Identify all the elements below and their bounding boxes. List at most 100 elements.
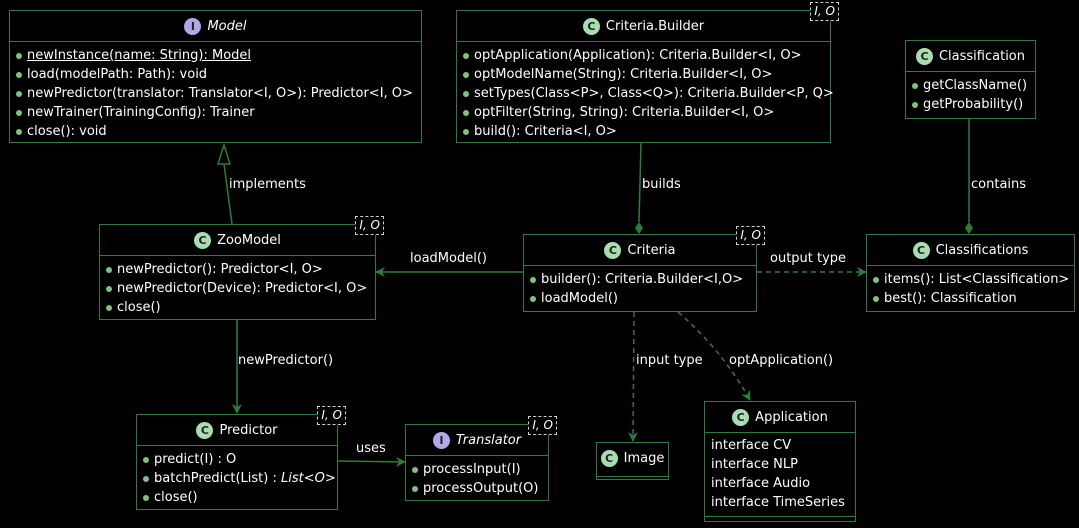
method-item: load(modelPath: Path): void: [27, 67, 208, 82]
method-dot-icon: [873, 295, 879, 302]
method-item: build(): Criteria<I, O>: [474, 124, 617, 139]
class-model-header: I Model: [10, 11, 421, 41]
class-predictor-name: Predictor: [219, 422, 278, 438]
class-predictor-header: C Predictor I, O: [137, 406, 346, 445]
interface-badge-icon: I: [184, 17, 202, 35]
method-item: getClassName(): [923, 78, 1028, 93]
edge-contains-diamond: [965, 222, 973, 234]
class-application-header: C Application: [705, 402, 855, 432]
class-badge-icon: C: [604, 241, 622, 259]
label-builds: builds: [642, 177, 681, 192]
method-dot-icon: [463, 90, 469, 97]
edge-optapplication-line: [677, 311, 751, 401]
class-criteria-name: Criteria: [627, 242, 676, 258]
method-item: items(): List<Classification>: [884, 272, 1070, 287]
method-item: builder(): Criteria.Builder<I,O>: [541, 272, 744, 287]
method-dot-icon: [412, 485, 418, 492]
method-item: optModelName(String): Criteria.Builder<I…: [474, 67, 773, 82]
method-item: optApplication(Application): Criteria.Bu…: [474, 48, 802, 63]
class-criteria-builder-name: Criteria.Builder: [605, 18, 705, 34]
method-dot-icon: [106, 285, 112, 292]
class-classification[interactable]: C Classification getClassName() getProba…: [905, 40, 1036, 119]
class-badge-icon: C: [732, 408, 750, 426]
class-application[interactable]: C Application interface CV interface NLP…: [704, 401, 856, 522]
class-badge-icon: C: [915, 47, 933, 65]
edge-uses-line: [337, 456, 406, 467]
method-item: setTypes(Class<P>, Class<Q>): Criteria.B…: [474, 86, 834, 101]
method-item: getProbability(): [923, 97, 1024, 112]
class-predictor[interactable]: C Predictor I, O predict(I) : O batchPre…: [136, 406, 346, 510]
method-dot-icon: [530, 276, 536, 283]
class-badge-icon: C: [194, 231, 212, 249]
method-item: newInstance(name: String): Model: [27, 48, 252, 63]
method-item: close(): void: [27, 124, 107, 139]
method-dot-icon: [16, 71, 22, 78]
class-classifications[interactable]: C Classifications items(): List<Classifi…: [866, 234, 1075, 312]
method-item: newTrainer(TrainingConfig): Trainer: [27, 105, 255, 120]
method-dot-icon: [16, 128, 22, 135]
method-dot-icon: [16, 90, 22, 97]
interface-badge-icon: I: [432, 431, 450, 449]
type-params: I, O: [317, 406, 346, 425]
edge-builds-diamond: [635, 222, 643, 234]
label-optapplication: optApplication(): [729, 353, 834, 368]
type-params: I, O: [528, 416, 557, 435]
edge-builds-line: [638, 142, 642, 223]
class-application-name: Application: [755, 409, 828, 425]
method-dot-icon: [463, 52, 469, 59]
type-params: I, O: [355, 216, 384, 235]
type-params: I, O: [810, 2, 839, 21]
method-dot-icon: [143, 456, 149, 463]
method-dot-icon: [530, 295, 536, 302]
method-dot-icon: [106, 304, 112, 311]
edge-implements-triangle: [216, 142, 232, 165]
method-item: close(): [154, 490, 198, 505]
label-uses: uses: [356, 441, 386, 456]
class-badge-icon: C: [196, 421, 214, 439]
field-item: interface TimeSeries: [711, 495, 845, 510]
method-dot-icon: [412, 466, 418, 473]
class-criteria-header: C Criteria I, O: [524, 226, 765, 265]
type-params: I, O: [736, 226, 765, 245]
method-dot-icon: [912, 82, 918, 89]
class-model[interactable]: I Model newInstance(name: String): Model…: [9, 10, 422, 143]
class-zoomodel-header: C ZooModel I, O: [100, 216, 384, 255]
class-translator-header: I Translator I, O: [406, 416, 557, 455]
label-inputtype: input type: [636, 353, 703, 368]
method-dot-icon: [873, 276, 879, 283]
class-criteria[interactable]: C Criteria I, O builder(): Criteria.Buil…: [523, 226, 765, 312]
class-badge-icon: C: [912, 241, 930, 259]
method-item: newPredictor(translator: Translator<I, O…: [27, 86, 413, 101]
label-contains: contains: [971, 177, 1027, 192]
class-translator-name: Translator: [455, 432, 522, 448]
class-criteria-builder[interactable]: C Criteria.Builder I, O optApplication(A…: [456, 2, 839, 143]
label-newpredictor: newPredictor(): [238, 353, 334, 368]
method-item: close(): [117, 300, 161, 315]
method-dot-icon: [912, 101, 918, 108]
field-item: interface Audio: [711, 476, 811, 491]
class-zoomodel-name: ZooModel: [217, 232, 281, 248]
edge-implements-line: [223, 163, 233, 225]
method-dot-icon: [143, 494, 149, 501]
class-model-name: Model: [207, 18, 247, 34]
method-dot-icon: [16, 109, 22, 116]
class-classification-header: C Classification: [906, 41, 1035, 71]
method-dot-icon: [16, 52, 22, 59]
label-loadmodel: loadModel(): [410, 251, 487, 266]
method-item: newPredictor(Device): Predictor<I, O>: [117, 281, 368, 296]
method-item: processInput(I): [423, 462, 521, 477]
class-image-header: C Image: [597, 443, 668, 473]
field-item: interface NLP: [711, 457, 798, 472]
method-item: batchPredict(List) :: [154, 471, 277, 486]
field-item: interface CV: [711, 438, 792, 453]
edge-inputtype-line: [628, 311, 639, 442]
method-return-type: List<O>: [281, 471, 336, 486]
class-zoomodel[interactable]: C ZooModel I, O newPredictor(): Predicto…: [99, 216, 384, 320]
class-translator[interactable]: I Translator I, O processInput(I) proces…: [405, 416, 557, 501]
class-image[interactable]: C Image: [596, 442, 669, 480]
label-implements: implements: [229, 177, 306, 192]
method-dot-icon: [106, 266, 112, 273]
method-item: predict(I) : O: [154, 452, 237, 467]
